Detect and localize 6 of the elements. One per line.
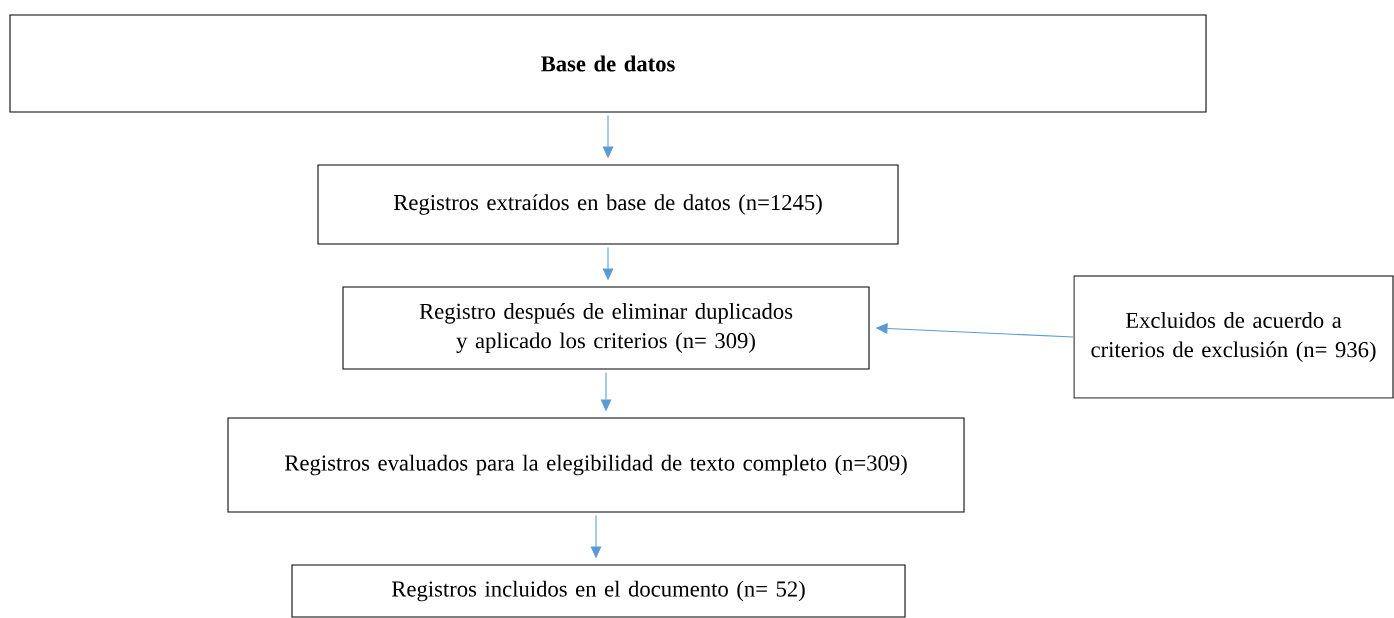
process-box: Base de datos [9,14,1207,113]
process-box: Excluidos de acuerdo a criterios de exclusión (n= 936) [1073,275,1394,399]
process-box: Registros incluidos en el documento (n= 52) [291,564,906,618]
process-box: Registro después de eliminar duplicados y aplicado los criterios (n= 309) [342,286,870,370]
process-box: Registros evaluados para la elegibilidad de texto completo (n=309) [227,417,965,513]
process-box: Registros extraídos en base de datos (n=1245) [317,164,899,245]
